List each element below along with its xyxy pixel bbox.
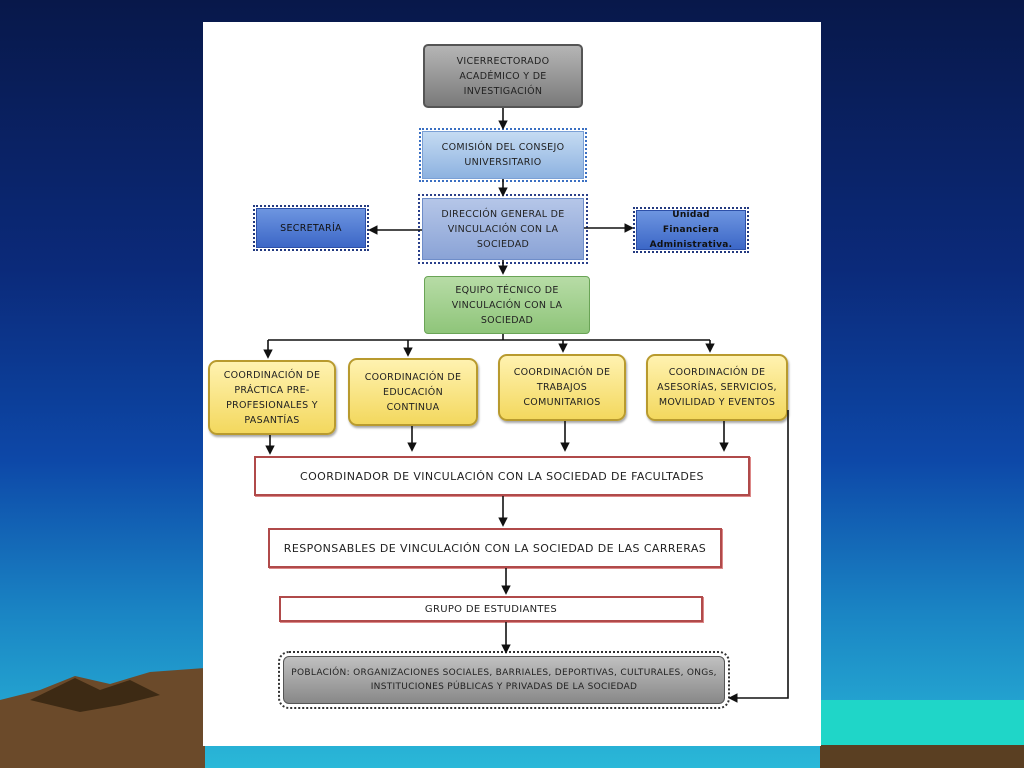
node-vicerrectorado: VICERRECTORADO ACADÉMICO Y DE INVESTIGAC…: [423, 44, 583, 108]
node-coord-educacion: COORDINACIÓN DE EDUCACIÓN CONTINUA: [348, 358, 478, 426]
node-grupo-estudiantes: GRUPO DE ESTUDIANTES: [279, 596, 703, 622]
node-direccion: DIRECCIÓN GENERAL DE VINCULACIÓN CON LA …: [418, 194, 588, 264]
node-coord-trabajos: COORDINACIÓN DE TRABAJOS COMUNITARIOS: [498, 354, 626, 421]
node-responsables-carreras: RESPONSABLES DE VINCULACIÓN CON LA SOCIE…: [268, 528, 722, 568]
node-equipo-tecnico: EQUIPO TÉCNICO DE VINCULACIÓN CON LA SOC…: [424, 276, 590, 334]
node-coord-practica: COORDINACIÓN DE PRÁCTICA PRE-PROFESIONAL…: [208, 360, 336, 435]
node-coord-asesorias: COORDINACIÓN DE ASESORÍAS, SERVICIOS, MO…: [646, 354, 788, 421]
node-secretaria: SECRETARÍA: [253, 205, 369, 251]
node-comision: COMISIÓN DEL CONSEJO UNIVERSITARIO: [419, 128, 587, 182]
node-poblacion: POBLACIÓN: ORGANIZACIONES SOCIALES, BARR…: [278, 651, 730, 709]
node-coordinador-facultades: COORDINADOR DE VINCULACIÓN CON LA SOCIED…: [254, 456, 750, 496]
node-unidad-financiera: Unidad Financiera Administrativa.: [633, 207, 749, 253]
